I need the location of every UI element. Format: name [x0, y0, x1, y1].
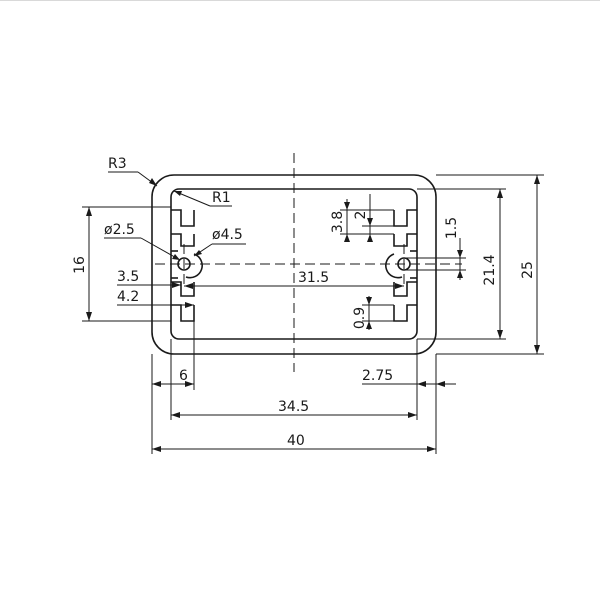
top-border [0, 0, 600, 1]
label-r1: R1 [212, 190, 231, 206]
dim-25: 25 [436, 174, 544, 355]
label-1-5: 1.5 [444, 217, 460, 239]
dim-6: 6 [151, 321, 195, 454]
right-fins [385, 209, 417, 322]
label-25: 25 [520, 261, 536, 279]
label-r3: R3 [108, 156, 127, 172]
label-16: 16 [72, 256, 88, 274]
label-21-4: 21.4 [482, 254, 498, 285]
dia-large-callout: ø4.5 [193, 227, 246, 257]
dim-34-5: 34.5 [170, 339, 417, 420]
label-3-5: 3.5 [117, 269, 139, 285]
label-34-5: 34.5 [278, 399, 309, 415]
label-40: 40 [287, 433, 305, 449]
dim-0-9: 0.9 [352, 296, 394, 330]
dim-4-2: 4.2 [117, 289, 194, 308]
label-dia-large: ø4.5 [212, 227, 243, 243]
dim-3-8-and-2: 3.8 2 [330, 194, 394, 242]
dim-3-5: 3.5 [117, 269, 181, 288]
r3-callout: R3 [108, 156, 158, 187]
label-2: 2 [353, 211, 369, 220]
dim-1-5: 1.5 [404, 217, 466, 280]
label-3-8: 3.8 [330, 211, 346, 233]
dim-21-4: 21.4 [417, 188, 506, 340]
centre-lines [155, 153, 462, 372]
label-0-9: 0.9 [352, 307, 368, 329]
dim-16: 16 [72, 206, 171, 322]
dim-31-5: 31.5 [184, 270, 404, 289]
dia-small-callout: ø2.5 [104, 222, 181, 261]
label-6: 6 [179, 368, 188, 384]
dim-40: 40 [152, 433, 436, 452]
label-dia-small: ø2.5 [104, 222, 135, 238]
label-31-5: 31.5 [298, 270, 329, 286]
label-2-75: 2.75 [362, 368, 393, 384]
label-4-2: 4.2 [117, 289, 139, 305]
r1-callout: R1 [173, 190, 232, 207]
dim-2-75: 2.75 [362, 339, 456, 454]
